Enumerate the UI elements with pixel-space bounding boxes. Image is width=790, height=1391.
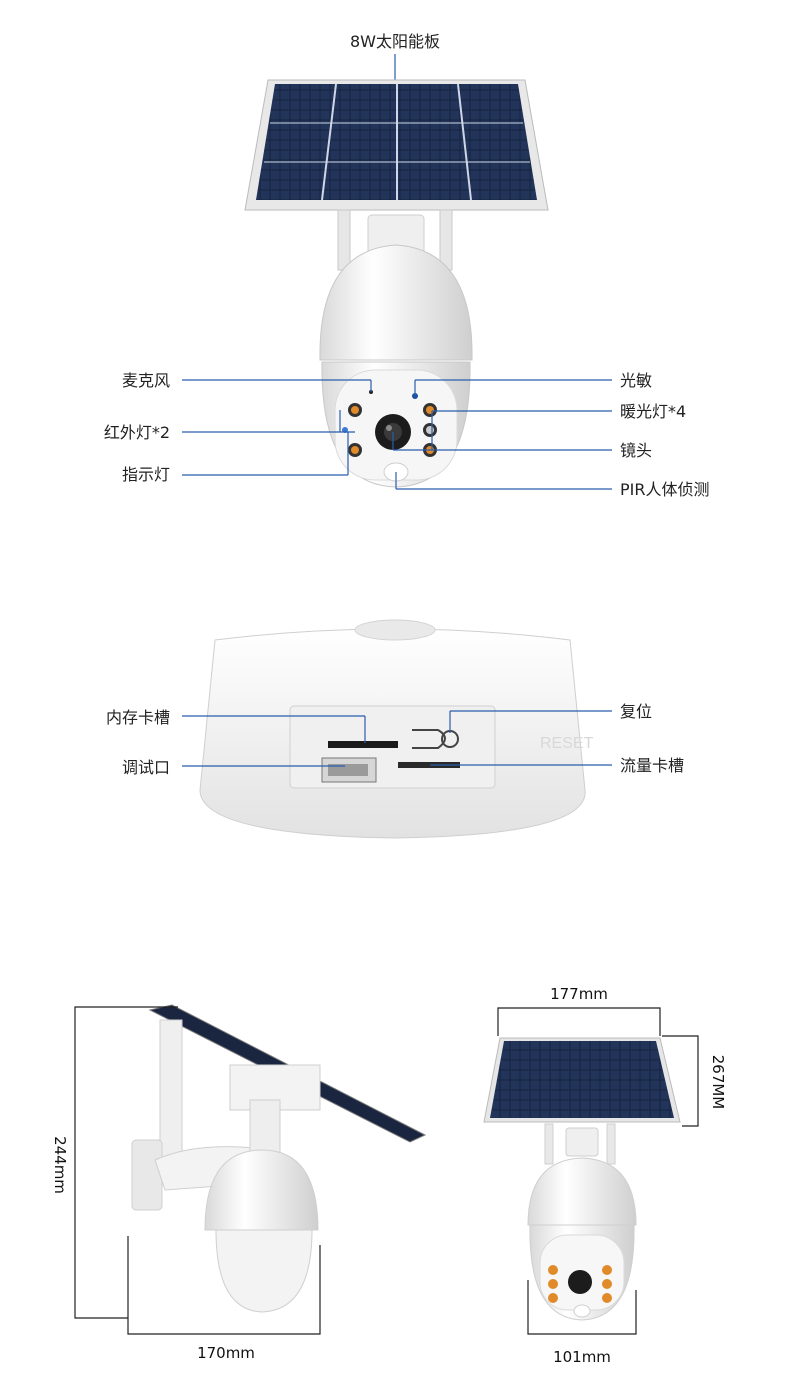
label-memory-card-slot: 内存卡槽 bbox=[106, 708, 170, 727]
label-debug-port: 调试口 bbox=[122, 758, 170, 777]
section-dimensions-front: 177mm 267MM 101mm bbox=[483, 985, 727, 1366]
dim-front-width-top: 177mm bbox=[550, 985, 608, 1003]
front-lens bbox=[568, 1270, 592, 1294]
label-light-sensor: 光敏 bbox=[620, 371, 652, 390]
solar-panel-label: 8W太阳能板 bbox=[350, 32, 440, 51]
reset-hole bbox=[412, 729, 446, 749]
front-camera-dome bbox=[527, 1157, 637, 1226]
front-solar-panel bbox=[490, 1041, 674, 1118]
sim-card-slot bbox=[398, 762, 460, 768]
dim-side-height: 244mm bbox=[51, 1136, 69, 1194]
section-front-view: 8W太阳能板 bbox=[104, 32, 710, 499]
memory-card-slot bbox=[328, 741, 398, 748]
section-dimensions-side: 244mm 170mm bbox=[51, 1004, 427, 1362]
label-sim-slot: 流量卡槽 bbox=[620, 756, 684, 775]
base-engraving: RESET bbox=[540, 735, 594, 752]
dim-line-width bbox=[127, 1236, 321, 1335]
label-pir: PIR人体侦测 bbox=[620, 480, 710, 499]
bracket-arm-right bbox=[439, 209, 453, 271]
bracket-arm-left bbox=[337, 209, 351, 271]
solar-panel bbox=[244, 79, 549, 211]
section-bottom-view: RESET 内存卡槽 调试口 复位 流量卡槽 bbox=[106, 619, 684, 839]
label-reset: 复位 bbox=[620, 702, 652, 721]
dim-line-right bbox=[662, 1035, 699, 1127]
dim-front-height: 267MM bbox=[709, 1055, 727, 1110]
dim-side-width: 170mm bbox=[197, 1344, 255, 1362]
label-ir-led: 红外灯*2 bbox=[104, 423, 170, 442]
dim-line-height bbox=[74, 1006, 178, 1319]
dim-front-width-bottom: 101mm bbox=[553, 1348, 611, 1366]
label-indicator: 指示灯 bbox=[122, 465, 170, 484]
dim-line-top bbox=[497, 1007, 661, 1036]
label-lens: 镜头 bbox=[620, 441, 652, 460]
side-camera-dome bbox=[204, 1149, 319, 1231]
camera-body bbox=[319, 244, 473, 488]
label-microphone: 麦克风 bbox=[122, 371, 170, 390]
dim-line-bottom bbox=[527, 1280, 637, 1335]
label-warm-led: 暖光灯*4 bbox=[620, 402, 686, 421]
